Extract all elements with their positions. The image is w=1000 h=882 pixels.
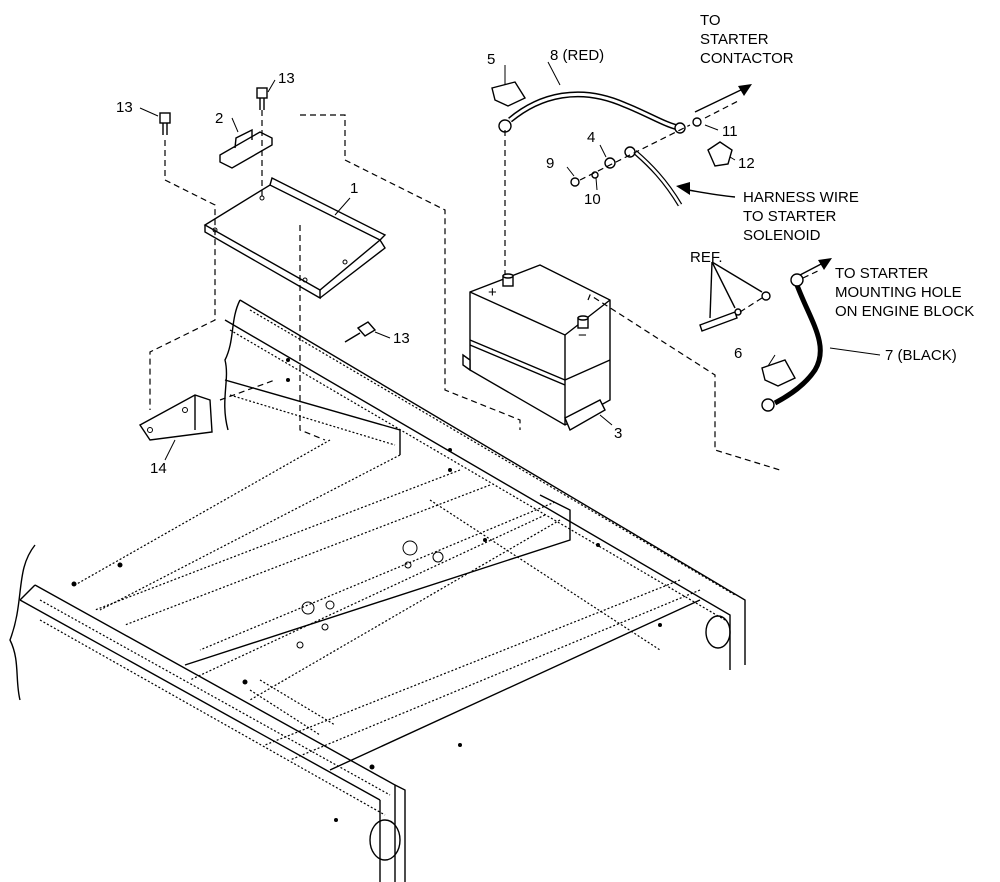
callout-13-right: 13 [393, 330, 410, 347]
callout-8: 8 (RED) [550, 47, 604, 64]
callout-13-top: 13 [278, 70, 295, 87]
callout-7: 7 (BLACK) [885, 347, 957, 364]
ref-hardware [699, 291, 771, 332]
callout-3: 3 [614, 425, 622, 442]
battery-tray-part-1 [203, 176, 387, 300]
callout-2: 2 [215, 110, 223, 127]
note-contactor-line-3: CONTACTOR [700, 50, 794, 67]
frame-assembly [9, 299, 746, 882]
bracket-part-14 [138, 394, 213, 461]
callout-11: 11 [722, 123, 738, 140]
harness-wire [624, 146, 683, 207]
assembly-lines [149, 99, 821, 471]
note-harness-wire: HARNESS WIRE TO STARTER SOLENOID [743, 189, 859, 244]
washer-part-4 [604, 157, 616, 169]
frame-hole [369, 819, 401, 861]
callout-14: 14 [150, 460, 167, 477]
direction-arrows [676, 84, 832, 319]
note-harness-line-2: TO STARTER [743, 208, 837, 225]
nut-part-11 [692, 117, 702, 127]
boot-part-12 [707, 141, 733, 167]
callout-5: 5 [487, 51, 495, 68]
note-harness-line-1: HARNESS WIRE [743, 189, 859, 206]
battery-plus-sign: + [488, 284, 497, 301]
bolt-part-13c [344, 321, 377, 343]
callout-10: 10 [584, 191, 601, 208]
callout-1: 1 [350, 180, 358, 197]
note-mounting-line-2: MOUNTING HOLE [835, 284, 962, 301]
callout-9: 9 [546, 155, 554, 172]
note-engine-block: TO STARTER MOUNTING HOLE ON ENGINE BLOCK [835, 265, 974, 320]
callout-13-left: 13 [116, 99, 133, 116]
battery-part-3: + − [462, 264, 611, 432]
note-mounting-line-3: ON ENGINE BLOCK [835, 303, 974, 320]
note-to-starter-contactor: TO STARTER CONTACTOR [700, 12, 794, 67]
note-contactor-line-1: TO [700, 12, 721, 29]
callout-6: 6 [734, 345, 742, 362]
bolt-part-13a [159, 112, 171, 135]
callout-4: 4 [587, 129, 595, 146]
terminal-cover-part-5 [491, 81, 527, 107]
black-cable-part-7 [761, 273, 823, 412]
note-contactor-line-2: STARTER [700, 31, 769, 48]
frame-hole-rear [705, 615, 731, 649]
red-cable-part-8 [498, 91, 686, 134]
hold-down-clamp-part-2 [219, 128, 273, 169]
callout-ref: REF. [690, 249, 723, 266]
note-harness-line-3: SOLENOID [743, 227, 821, 244]
nut-part-9 [570, 177, 580, 187]
note-mounting-line-1: TO STARTER [835, 265, 929, 282]
leader-lines [139, 61, 881, 426]
terminal-cover-part-6 [761, 359, 796, 387]
bolt-part-13b [256, 87, 268, 110]
callout-12: 12 [738, 155, 755, 172]
battery-minus-sign: − [578, 327, 587, 344]
